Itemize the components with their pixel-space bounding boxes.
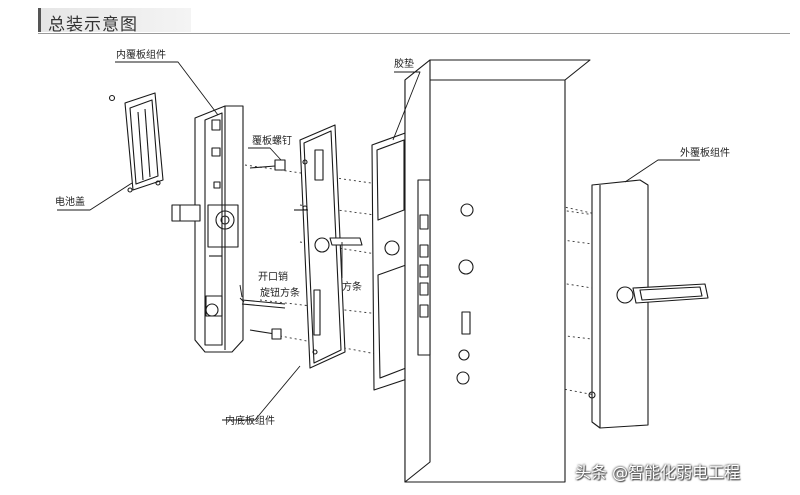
inner-base-plate <box>294 124 346 369</box>
door-leaf <box>404 59 591 483</box>
inner-cover-assembly <box>171 105 244 353</box>
label-outer-cover-assembly: 外覆板组件 <box>680 146 730 159</box>
watermark: 头条 @智能化弱电工程 <box>575 463 741 482</box>
label-inner-base-plate-assembly: 内底板组件 <box>225 414 275 427</box>
label-split-pin: 开口销 <box>258 270 288 283</box>
leader-lines <box>57 61 700 421</box>
page-title: 总装示意图 <box>48 15 138 35</box>
header-divider <box>38 33 790 34</box>
battery-cover <box>108 92 164 193</box>
label-gasket: 胶垫 <box>394 57 414 70</box>
knob-spindle <box>241 299 286 309</box>
label-battery-cover: 电池盖 <box>55 195 85 208</box>
gasket <box>371 131 411 391</box>
label-knob-spindle: 旋钮方条 <box>260 286 300 299</box>
spindle-bar <box>329 237 363 246</box>
outer-cover-assembly <box>588 179 709 429</box>
label-spindle: 方条 <box>342 280 362 293</box>
cover-screws <box>249 159 286 340</box>
label-inner-cover-assembly: 内覆板组件 <box>116 48 166 61</box>
title-bar <box>38 8 191 32</box>
label-cover-screw: 覆板螺钉 <box>252 134 292 147</box>
